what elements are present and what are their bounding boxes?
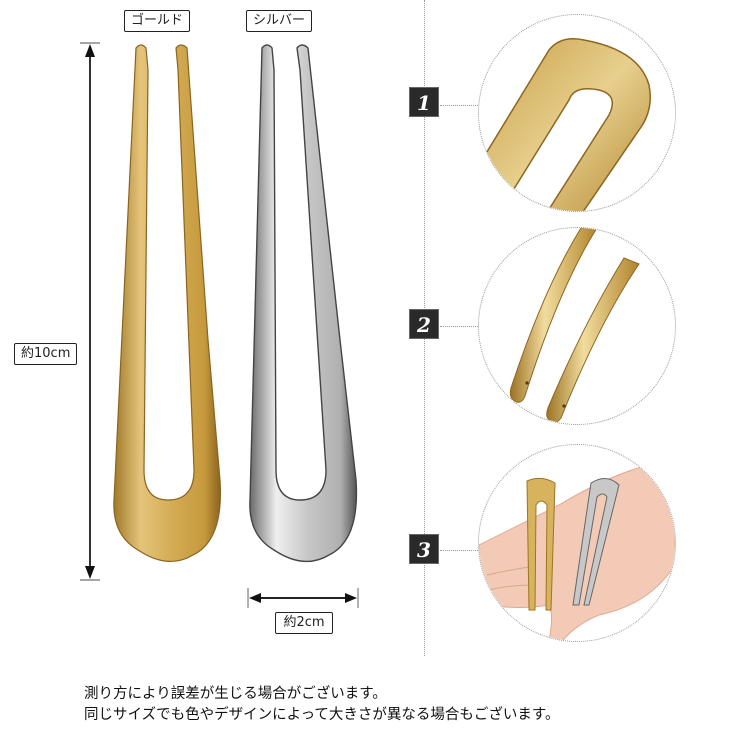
detail-circle-3 — [478, 444, 676, 642]
detail-badge-3: 3 — [409, 534, 439, 564]
silver-label: シルバー — [246, 10, 313, 32]
caption-line-2: 同じサイズでも色やデザインによって大きさが異なる場合もございます。 — [84, 707, 560, 723]
gold-label: ゴールド — [124, 10, 191, 32]
detail-circle-1 — [478, 14, 676, 212]
detail-circle-2 — [478, 227, 676, 425]
detail-badge-1: 1 — [409, 87, 439, 117]
detail-badge-2: 2 — [409, 309, 439, 339]
caption-line-1: 測り方により誤差が生じる場合がございます。 — [84, 686, 387, 702]
width-arrow-icon — [247, 588, 359, 608]
pins-on-hand-image — [479, 464, 675, 641]
connector-line — [440, 550, 480, 551]
silver-hairpin-image — [249, 44, 358, 563]
gold-hairpin-image — [113, 44, 222, 562]
height-arrow-icon — [80, 42, 100, 581]
gold-pin-tips-closeup-image — [509, 228, 640, 424]
connector-line — [440, 326, 480, 327]
connector-line — [440, 105, 480, 106]
gold-pin-top-closeup-image — [479, 38, 651, 211]
width-label: 約2cm — [275, 612, 333, 634]
height-label: 約10cm — [14, 343, 78, 365]
